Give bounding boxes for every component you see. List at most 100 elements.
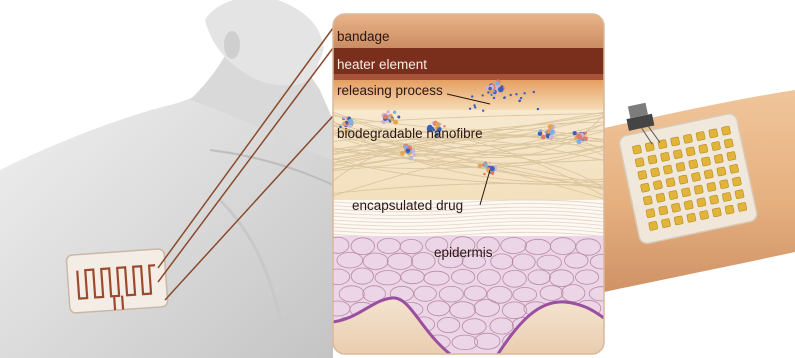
- drug-particle: [432, 122, 434, 124]
- gold-electrode: [738, 202, 747, 211]
- drug-particle: [343, 117, 346, 120]
- released-particle: [520, 97, 522, 99]
- drug-particle: [491, 171, 495, 175]
- gold-electrode: [724, 139, 733, 148]
- gold-electrode: [719, 179, 728, 188]
- drug-particle: [490, 166, 495, 171]
- gold-electrode: [704, 169, 713, 178]
- released-particle: [503, 97, 505, 99]
- gold-electrode: [674, 216, 683, 225]
- gold-electrode: [732, 177, 741, 186]
- gold-electrode: [650, 168, 659, 177]
- drug-particle: [393, 111, 396, 114]
- drug-particle: [393, 120, 398, 125]
- gold-electrode: [646, 208, 655, 217]
- drug-particle: [412, 149, 416, 153]
- gold-electrode: [694, 185, 703, 194]
- drug-particle: [548, 124, 553, 129]
- gold-electrode: [660, 152, 669, 161]
- gold-electrode: [663, 165, 672, 174]
- drug-particle: [478, 164, 483, 169]
- drug-particle: [549, 135, 554, 140]
- drug-particle: [482, 164, 484, 166]
- gold-electrode: [679, 175, 688, 184]
- gold-electrode: [648, 155, 657, 164]
- gold-electrode: [673, 149, 682, 158]
- gold-electrode: [722, 192, 731, 201]
- gold-electrode: [669, 190, 678, 199]
- gold-electrode: [671, 203, 680, 212]
- shoulder-patch: [66, 249, 168, 314]
- drug-particle: [577, 135, 582, 140]
- gold-electrode: [687, 213, 696, 222]
- drug-particle: [584, 132, 587, 135]
- gold-electrode: [699, 144, 708, 153]
- shoulder-illustration: [0, 0, 333, 358]
- drug-particle: [489, 162, 491, 164]
- released-particle: [493, 97, 495, 99]
- drug-particle: [387, 110, 390, 113]
- gold-electrode: [709, 195, 718, 204]
- released-particle: [523, 92, 525, 94]
- drug-particle: [397, 116, 400, 119]
- gold-electrode: [659, 206, 668, 215]
- label-encapsulated-drug: encapsulated drug: [352, 198, 463, 213]
- gold-electrode: [666, 178, 675, 187]
- drug-particle: [400, 151, 405, 156]
- released-particle: [482, 110, 484, 112]
- released-particle: [487, 91, 489, 93]
- drug-particle: [491, 94, 493, 96]
- drug-particle: [573, 131, 577, 135]
- label-bandage: bandage: [337, 29, 390, 44]
- gold-electrode: [656, 193, 665, 202]
- gold-electrode: [681, 188, 690, 197]
- gold-electrode: [635, 158, 644, 167]
- released-particle: [533, 91, 535, 93]
- gold-electrode: [648, 221, 657, 230]
- drug-particle: [413, 153, 416, 156]
- drug-particle: [484, 161, 486, 163]
- gold-electrode: [645, 142, 654, 151]
- released-particle: [519, 100, 521, 102]
- gold-electrode: [643, 196, 652, 205]
- gold-electrode: [735, 189, 744, 198]
- drug-particle: [387, 120, 389, 122]
- drug-particle: [346, 116, 348, 118]
- drug-particle: [406, 149, 411, 154]
- gold-electrode: [699, 210, 708, 219]
- gold-electrode: [701, 157, 710, 166]
- gold-electrode: [670, 137, 679, 146]
- gold-electrode: [725, 205, 734, 214]
- gold-electrode: [729, 164, 738, 173]
- released-particle: [515, 93, 517, 95]
- cross-section-panel: bandage heater element releasing process…: [324, 14, 614, 354]
- gold-electrode: [717, 167, 726, 176]
- released-particle: [471, 95, 473, 97]
- gold-electrode: [697, 198, 706, 207]
- drug-particle: [498, 87, 504, 93]
- gold-electrode: [711, 141, 720, 150]
- label-biodegradable-nanofibre: biodegradable nanofibre: [337, 126, 483, 141]
- gold-electrode: [653, 180, 662, 189]
- label-epidermis: epidermis: [434, 245, 493, 260]
- drug-particle: [547, 131, 549, 133]
- gold-electrode: [661, 218, 670, 227]
- gold-electrode: [709, 129, 718, 138]
- released-particle: [473, 104, 475, 106]
- released-particle: [469, 108, 471, 110]
- gold-electrode: [721, 126, 730, 135]
- drug-particle: [383, 114, 388, 119]
- gold-electrode: [683, 134, 692, 143]
- gold-electrode: [691, 172, 700, 181]
- arm-photo: [604, 0, 795, 358]
- released-particle: [537, 108, 539, 110]
- drug-particle: [538, 132, 542, 136]
- label-releasing-process: releasing process: [337, 83, 443, 98]
- released-particle: [482, 94, 484, 96]
- gold-electrode: [712, 208, 721, 217]
- drug-particle: [577, 139, 582, 144]
- gold-electrode: [684, 200, 693, 209]
- gold-electrode: [696, 131, 705, 140]
- gold-electrode: [640, 183, 649, 192]
